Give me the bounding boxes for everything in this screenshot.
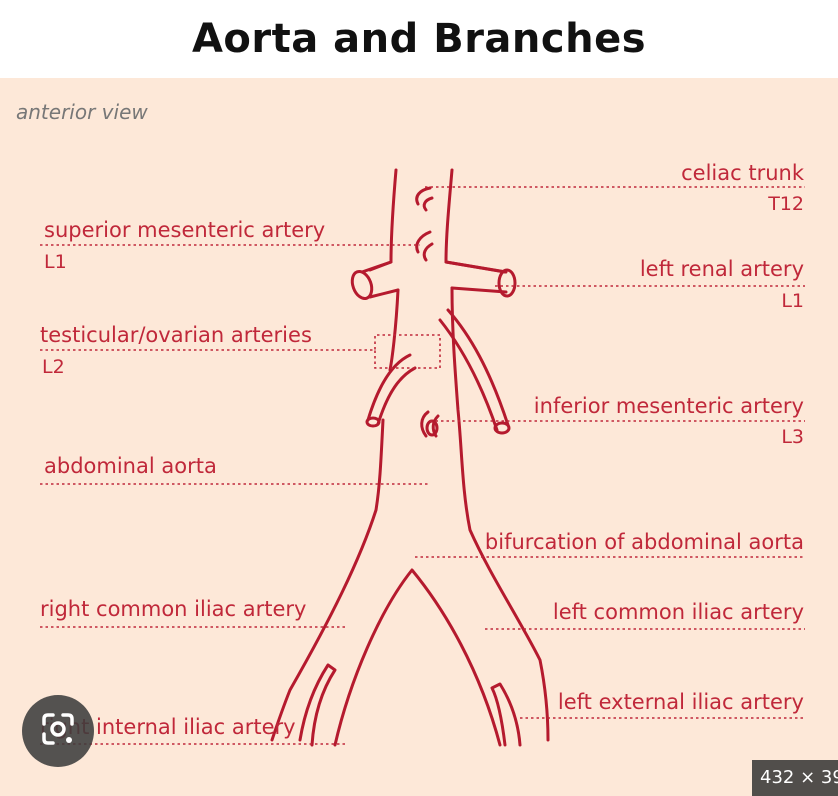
left-internal-iliac-branch xyxy=(490,682,522,747)
view-label: anterior view xyxy=(16,100,148,124)
aorta-crotch xyxy=(333,568,502,747)
label-right-internal-iliac-artery: right internal iliac artery xyxy=(40,715,296,739)
google-lens-icon xyxy=(38,709,78,754)
aorta-left-wall xyxy=(270,168,400,742)
label-inferior-mesenteric-artery: inferior mesenteric artery xyxy=(533,394,804,418)
label-left-common-iliac-artery: left common iliac artery xyxy=(552,600,804,624)
diagram-title: Aorta and Branches xyxy=(191,16,647,62)
leader-testicular xyxy=(40,334,441,369)
label-celiac-trunk: celiac trunk xyxy=(681,161,804,185)
label-superior-mesenteric-artery: superior mesenteric artery xyxy=(44,218,326,242)
level-testicular-ovarian-arteries: L2 xyxy=(42,356,65,378)
right-gonadal-artery xyxy=(366,353,417,426)
superior-mesenteric-stub xyxy=(415,230,434,262)
label-right-common-iliac-artery: right common iliac artery xyxy=(40,597,307,621)
label-testicular-ovarian-arteries: testicular/ovarian arteries xyxy=(40,323,312,347)
right-renal-stub xyxy=(360,260,400,299)
google-lens-button[interactable] xyxy=(22,695,94,767)
image-size-badge: 432 × 396 xyxy=(752,760,838,796)
label-bifurcation: bifurcation of abdominal aorta xyxy=(484,530,804,554)
level-left-renal-artery: L1 xyxy=(781,290,804,312)
celiac-stub xyxy=(415,186,434,212)
aorta-right-wall xyxy=(444,168,550,742)
left-renal-stub xyxy=(444,260,508,294)
level-superior-mesenteric-artery: L1 xyxy=(44,251,67,273)
label-left-external-iliac-artery: left external iliac artery xyxy=(557,690,804,714)
level-inferior-mesenteric-artery: L3 xyxy=(781,426,804,448)
left-gonadal-artery xyxy=(438,308,510,432)
right-internal-iliac-branch xyxy=(298,663,337,747)
level-celiac-trunk: T12 xyxy=(768,193,804,215)
label-left-renal-artery: left renal artery xyxy=(639,257,804,281)
diagram-panel xyxy=(0,78,838,796)
label-abdominal-aorta: abdominal aorta xyxy=(44,454,217,478)
